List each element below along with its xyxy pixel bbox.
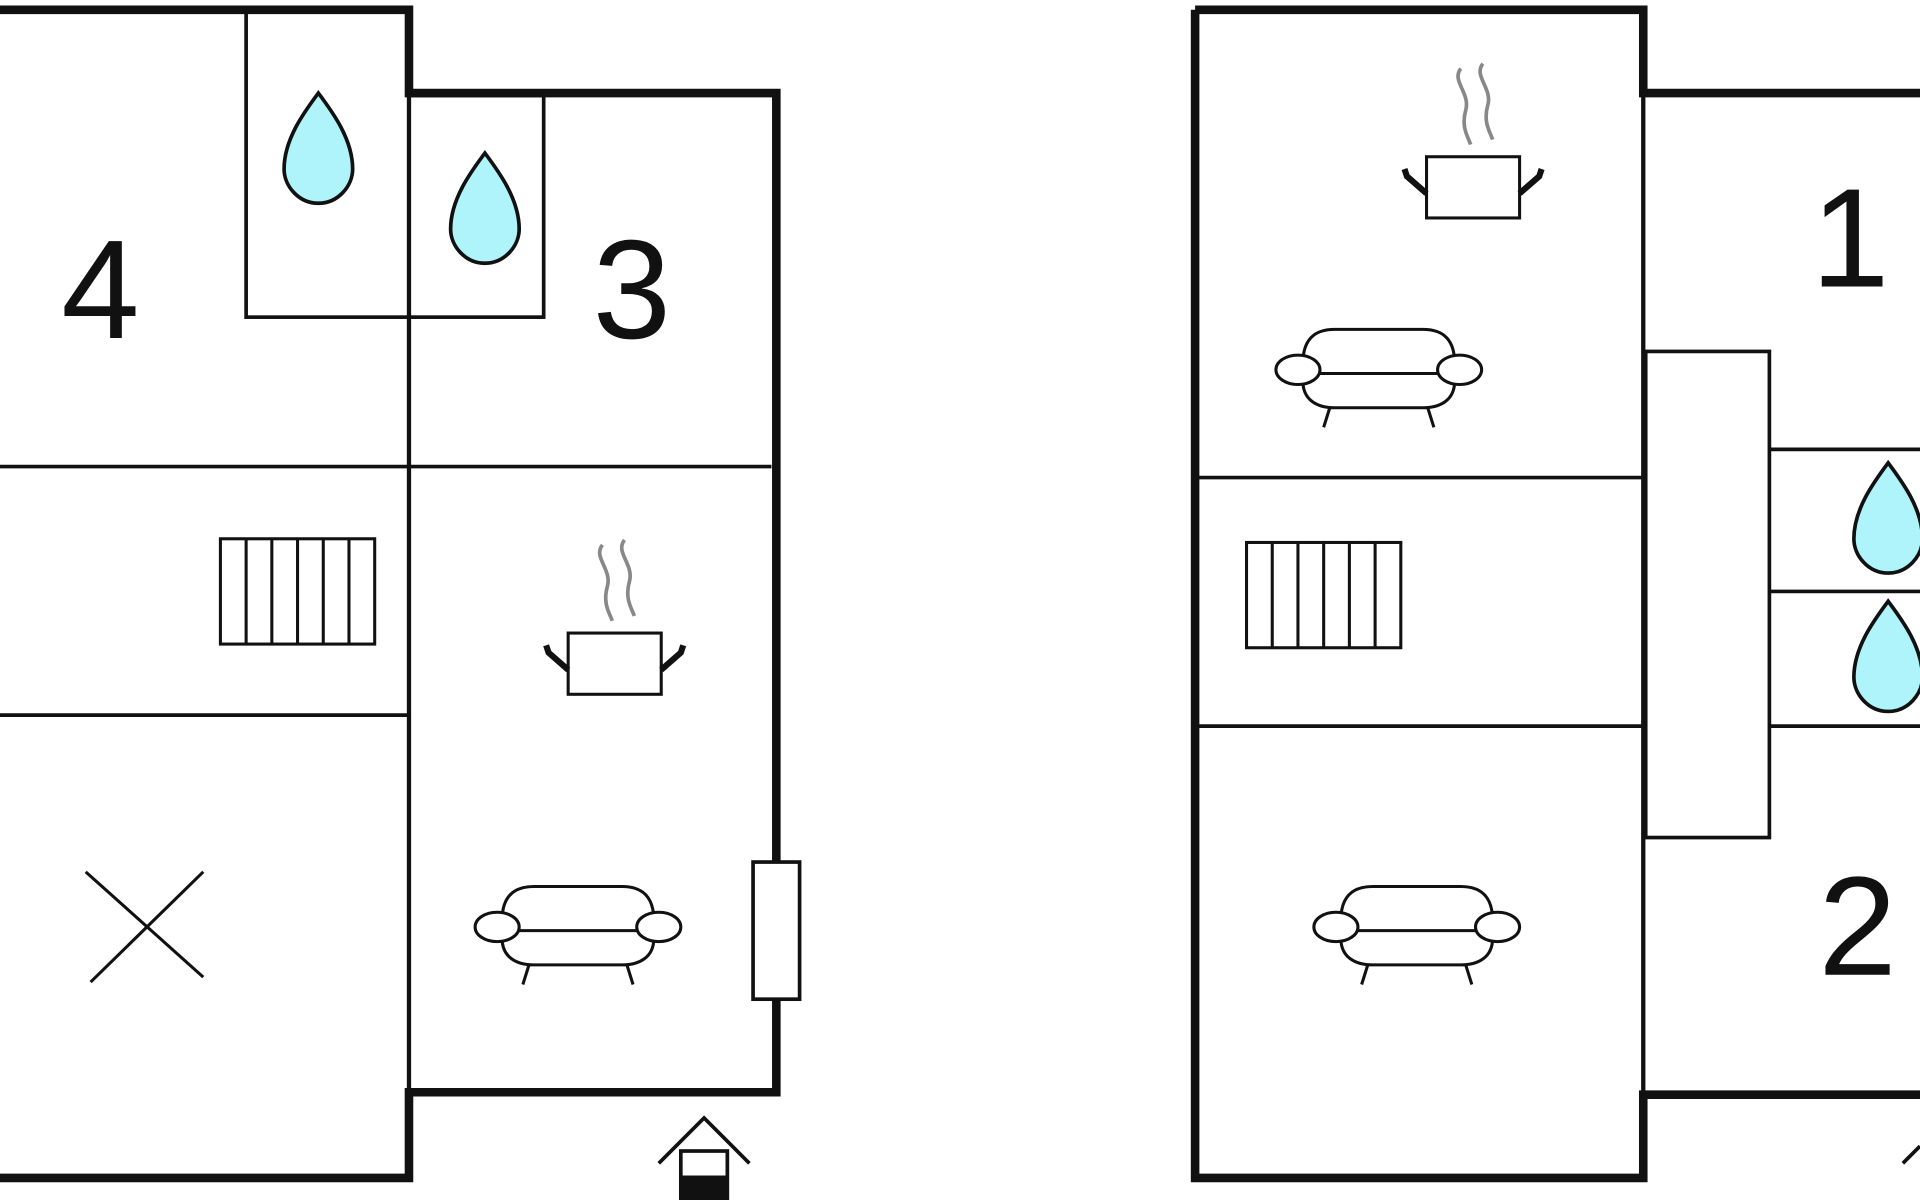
water-drop-icon [448, 151, 522, 266]
cooking-pot-icon [1404, 64, 1541, 218]
window-icon [751, 860, 802, 1002]
cooking-pot-icon [546, 540, 683, 694]
sofa-icon [1274, 327, 1484, 429]
water-drop-icon [1852, 599, 1920, 714]
room-number-1: 1 [1811, 160, 1889, 317]
radiator-icon [1245, 540, 1403, 650]
right-floor-plan [1190, 5, 1920, 1183]
room-number-2: 2 [1818, 848, 1896, 1005]
sofa-icon [473, 885, 683, 987]
entrance-arrow-icon [657, 1115, 751, 1200]
room-number-3: 3 [593, 211, 671, 368]
radiator-icon [218, 537, 377, 646]
water-drop-icon [282, 91, 355, 206]
room-number-4: 4 [61, 211, 139, 368]
water-drop-icon [1852, 461, 1920, 575]
bed-cross-icon [84, 870, 205, 984]
sofa-icon [1312, 885, 1522, 987]
entrance-arrow-icon [1901, 1144, 1920, 1165]
left-floor-plan [0, 5, 781, 1183]
